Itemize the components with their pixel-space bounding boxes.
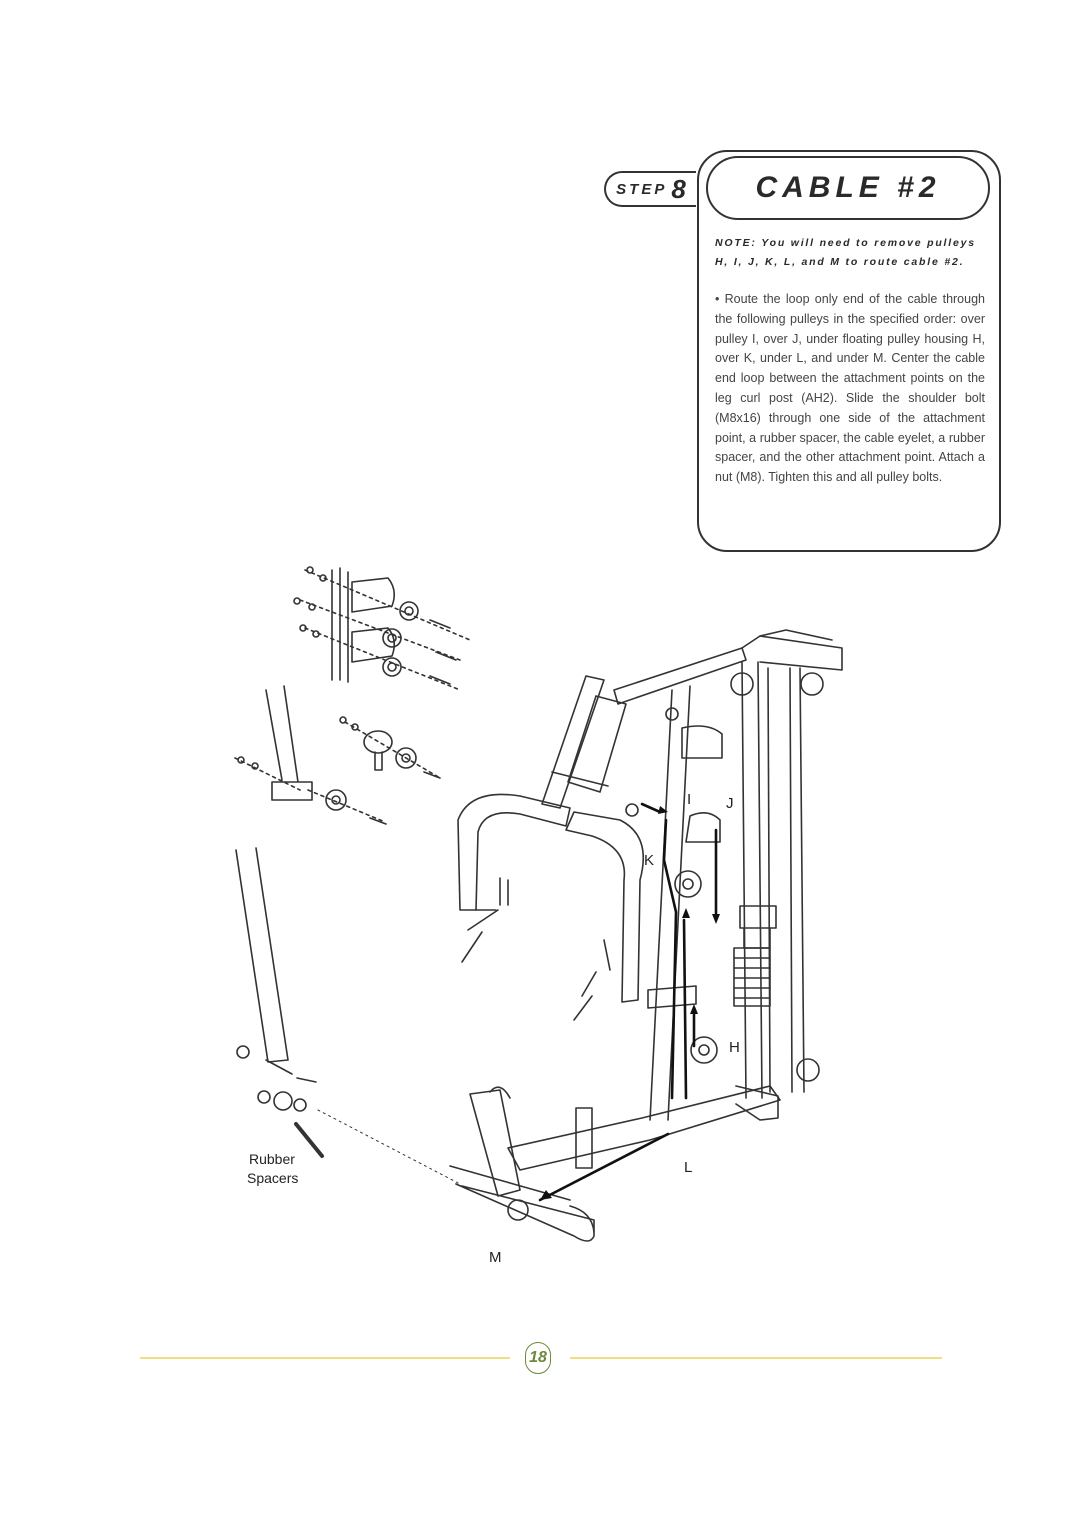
label-rubber: Rubber [249,1151,295,1167]
detail-attachment-post [235,847,461,1185]
footer-rule-left [140,1357,510,1359]
label-pulley-m: M [489,1249,502,1266]
machine-frame [449,629,843,1242]
footer-rule-right [570,1357,942,1359]
label-spacers: Spacers [247,1170,298,1186]
title-pill: CABLE #2 [706,156,990,220]
cable-route [538,802,718,1202]
label-pulley-i: I [687,791,691,808]
note-text: NOTE: You will need to remove pulleys H,… [715,237,976,268]
step-number: 8 [671,173,686,204]
page-number: 18 [525,1342,551,1374]
label-pulley-h: H [729,1039,740,1056]
detail-upper-pulleys [293,566,471,691]
instruction-text: • Route the loop only end of the cable t… [715,292,985,485]
step-tab: STEP 8 [604,171,696,207]
label-pulley-j: J [726,795,734,812]
label-pulley-k: K [644,852,654,869]
label-pulley-l: L [684,1159,692,1176]
detail-leg-pulleys [234,685,441,825]
cable-arrowheads [540,806,720,1200]
page-title: CABLE #2 [755,171,941,204]
step-word: STEP [616,180,668,198]
